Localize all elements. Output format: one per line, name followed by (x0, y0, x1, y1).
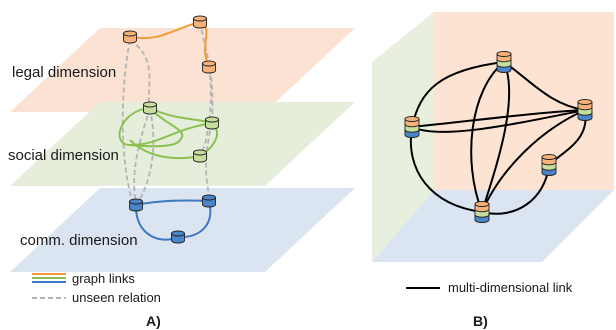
node-top (404, 116, 420, 122)
node-top (202, 60, 216, 67)
legend-a: graph links unseen relation (32, 271, 161, 305)
graph-link (129, 21, 201, 40)
node-icon (404, 116, 420, 138)
panel-a: legal dimension social dimension comm. d… (8, 15, 355, 329)
floor-plane (372, 190, 614, 262)
node-icon (496, 51, 512, 73)
comm-plane (10, 188, 355, 272)
node-icon (202, 194, 216, 208)
node-icon (474, 201, 490, 223)
legal-plane (10, 28, 355, 112)
node-top (193, 149, 207, 156)
node-icon (123, 30, 137, 44)
multi-dimensional-link (409, 126, 483, 213)
panel-b-label: B) (473, 313, 488, 329)
node-icon (129, 198, 143, 212)
side-wall (372, 12, 434, 262)
panel-b-nodes (404, 51, 593, 223)
node-icon (577, 99, 593, 121)
multi-dimensional-link (481, 61, 511, 213)
node-icon (143, 101, 157, 115)
node-icon (202, 60, 216, 74)
back-wall (434, 12, 614, 190)
multi-dimensional-link (481, 109, 586, 213)
panel-a-nodes (123, 15, 219, 244)
multi-dimensional-link (411, 61, 505, 128)
node-top (193, 15, 207, 22)
comm-dimension-label: comm. dimension (20, 232, 138, 249)
node-icon (205, 116, 219, 130)
unseen-relation-line (137, 107, 155, 204)
graph-link (129, 107, 184, 148)
social-plane (10, 102, 355, 186)
node-top (474, 201, 490, 207)
node-top (143, 101, 157, 108)
node-top (577, 99, 593, 105)
social-dimension-label: social dimension (8, 147, 119, 164)
multi-dimensional-link (503, 61, 586, 111)
legend-graph-links-label: graph links (72, 271, 135, 286)
node-top (171, 230, 185, 237)
node-top (541, 154, 557, 160)
node-icon (193, 15, 207, 29)
unseen-relation-line (133, 107, 151, 205)
node-icon (541, 154, 557, 176)
multi-dimensional-link (470, 61, 505, 213)
legend-unseen-relation-label: unseen relation (72, 290, 161, 305)
panel-b: multi-dimensional link B) (372, 12, 614, 329)
node-top (129, 198, 143, 205)
legal-dimension-label: legal dimension (12, 64, 116, 81)
node-icon (171, 230, 185, 244)
node-top (205, 116, 219, 123)
panel-a-label: A) (146, 313, 161, 329)
node-top (496, 51, 512, 57)
node-icon (193, 149, 207, 163)
node-top (202, 194, 216, 201)
legend-multi-link-label: multi-dimensional link (448, 280, 573, 295)
node-top (123, 30, 137, 37)
multi-dimensional-link (411, 109, 586, 133)
